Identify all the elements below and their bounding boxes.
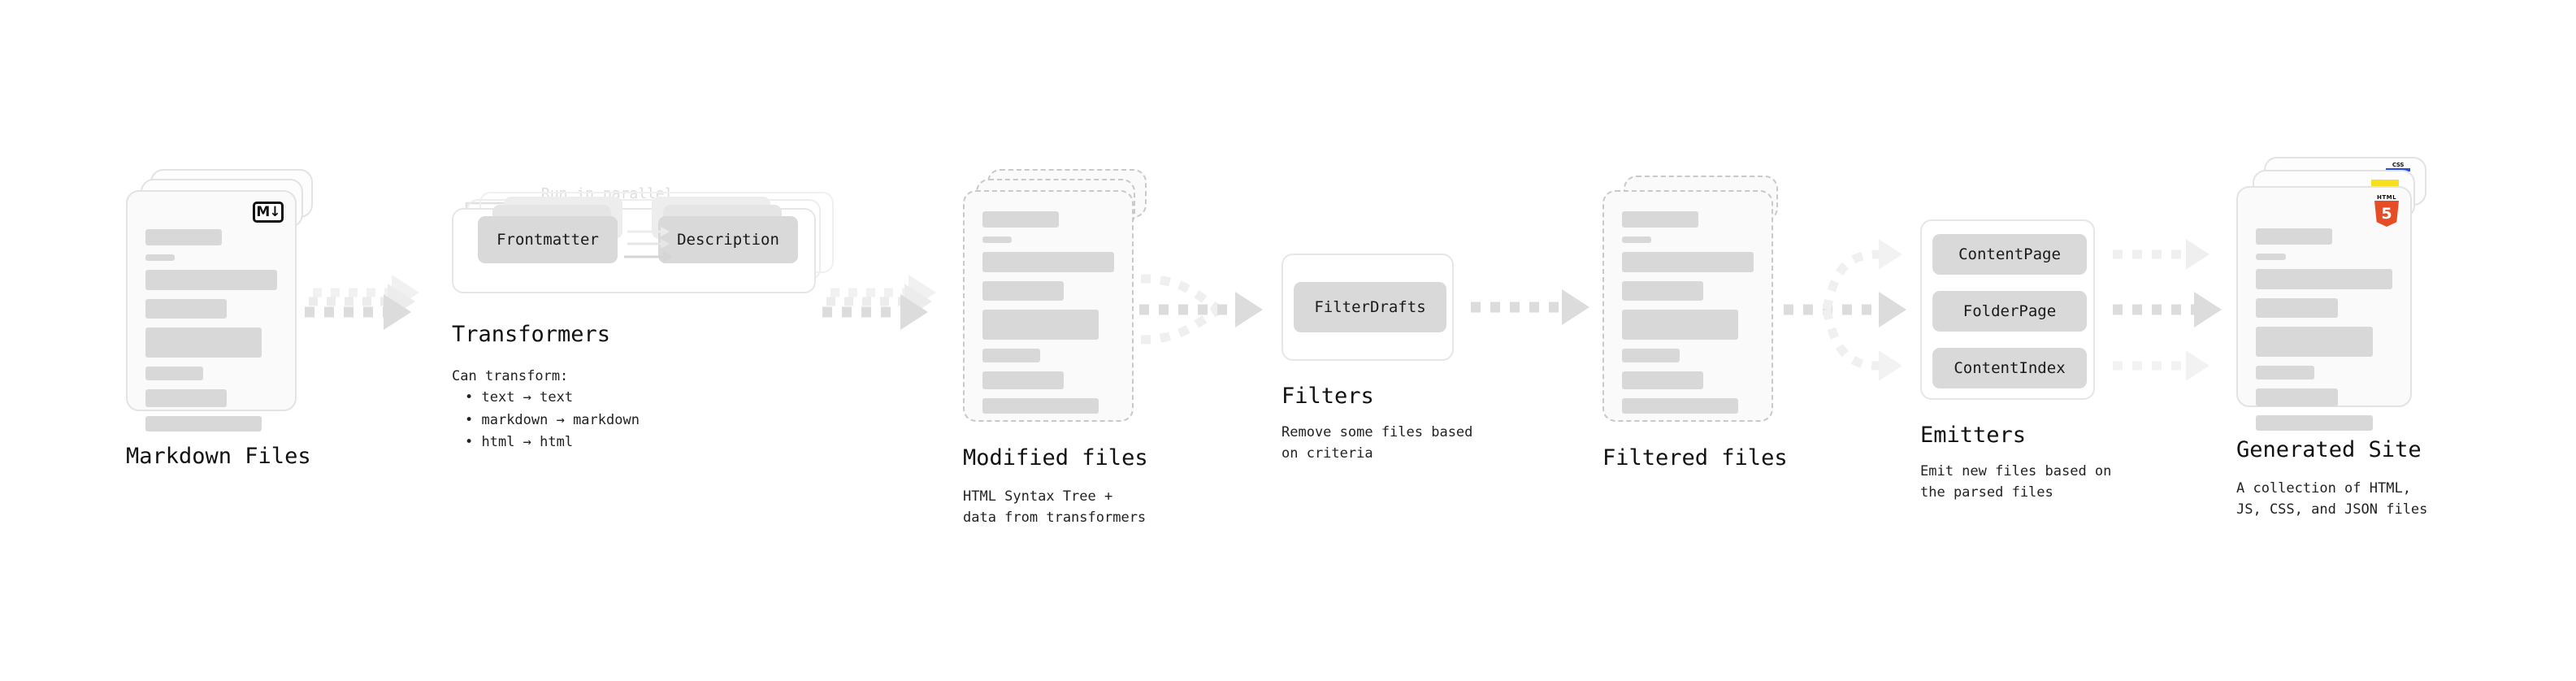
transformers-subtitle: Can transform:: [452, 368, 569, 384]
filtered-skeleton-bars: [1622, 211, 1754, 423]
stage-filters: FilterDrafts Filters Remove some files b…: [1281, 254, 1472, 462]
bullet-markdown-to-markdown: markdown → markdown: [465, 410, 639, 432]
connector-modified-to-filters: [1139, 274, 1263, 345]
emitters-box: ContentPage FolderPage ContentIndex: [1920, 219, 2095, 400]
markdown-card-front: M↓: [126, 190, 297, 432]
html5-shield: 5: [2374, 201, 2399, 227]
transformers-group-stack: Frontmatter Description: [452, 192, 834, 293]
connector-filters-to-filtered: [1471, 289, 1589, 325]
chip-contentindex[interactable]: ContentIndex: [1932, 348, 2087, 388]
transformers-box: Frontmatter Description: [452, 197, 816, 293]
filters-subtitle: Remove some files based on criteria: [1281, 424, 1473, 462]
stage-filtered-files: Filtered files: [1602, 169, 1789, 471]
connector-filtered-to-emitters: [1784, 239, 1906, 381]
stage-transformers: Run in parallel Frontmatter Description: [452, 185, 834, 450]
chip-filterdrafts[interactable]: FilterDrafts: [1294, 282, 1446, 332]
chip-frontmatter[interactable]: Frontmatter: [478, 216, 618, 263]
bullet-text-to-text: text → text: [465, 387, 640, 410]
connector-emitters-to-site: [2113, 239, 2222, 381]
generated-skeleton-bars: [2256, 228, 2392, 440]
filtered-card-front: [1602, 190, 1773, 422]
bullet-html-to-html: html → html: [465, 432, 640, 454]
inner-arrows: [624, 227, 673, 262]
stage-generated-site: CSS HTML 5: [2236, 157, 2431, 518]
stage-emitters: ContentPage FolderPage ContentIndex Emit…: [1920, 219, 2111, 501]
stage-title-generated-site: Generated Site: [2236, 437, 2422, 462]
filtered-card-stack: [1602, 169, 1789, 422]
connector-transformers-to-modified: [822, 275, 936, 330]
transformers-bullet-list: text → text markdown → markdown html → h…: [465, 387, 640, 454]
markdown-card-stack: M↓: [126, 169, 313, 432]
chip-folderpage[interactable]: FolderPage: [1932, 291, 2087, 332]
stage-modified-files: Modified files HTML Syntax Tree + data f…: [963, 169, 1150, 526]
stage-title-emitters: Emitters: [1920, 423, 2027, 448]
stage-title-filters: Filters: [1281, 384, 1374, 409]
stage-title-filtered-files: Filtered files: [1602, 445, 1788, 471]
html5-badge-label: HTML: [2376, 194, 2397, 201]
modified-card-stack: [963, 169, 1150, 422]
emitters-subtitle: Emit new files based on the parsed files: [1920, 463, 2112, 501]
stage-title-transformers: Transformers: [452, 322, 611, 347]
modified-files-subtitle: HTML Syntax Tree + data from transformer…: [963, 488, 1147, 527]
stage-title-markdown-files: Markdown Files: [126, 444, 311, 469]
connector-md-to-transformers: [305, 275, 419, 330]
generated-card-front: HTML 5: [2236, 186, 2412, 431]
modified-card-front: [963, 190, 1134, 422]
generated-card-stack: CSS HTML 5: [2236, 157, 2431, 431]
markdown-badge: M↓: [253, 202, 284, 223]
chip-contentpage[interactable]: ContentPage: [1932, 234, 2087, 275]
chip-description[interactable]: Description: [658, 216, 798, 263]
stage-markdown-files: M↓ Markdown Files: [126, 169, 313, 469]
stage-title-modified-files: Modified files: [963, 445, 1148, 471]
html5-badge: HTML 5: [2373, 194, 2400, 227]
css-badge-label: CSS: [2392, 162, 2405, 168]
generated-site-subtitle: A collection of HTML, JS, CSS, and JSON …: [2236, 480, 2428, 518]
markdown-skeleton-bars: [145, 229, 277, 440]
filters-box: FilterDrafts: [1281, 254, 1454, 361]
modified-skeleton-bars: [982, 211, 1114, 423]
